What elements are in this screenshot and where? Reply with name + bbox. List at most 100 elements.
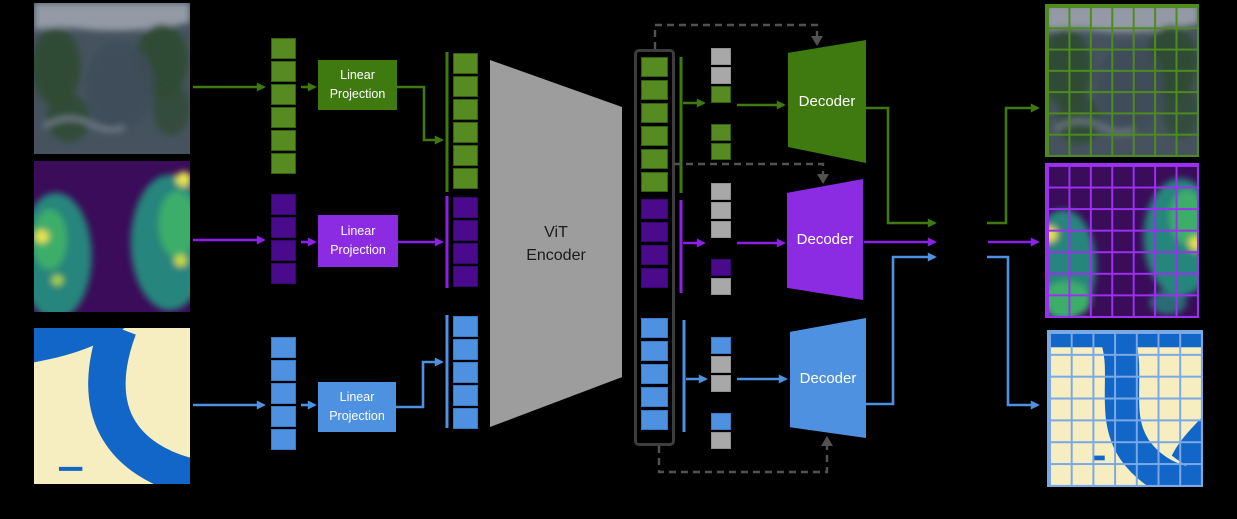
- token: [711, 183, 731, 200]
- token: [641, 318, 668, 338]
- token: [641, 199, 668, 219]
- token: [271, 360, 296, 381]
- token: [453, 385, 478, 406]
- token: [711, 432, 731, 449]
- token: [641, 245, 668, 265]
- token: [641, 341, 668, 361]
- patch-grid-overlay-green: [1045, 4, 1199, 157]
- token: [711, 124, 731, 141]
- token: [711, 356, 731, 373]
- mask-image-graphic: [34, 328, 190, 484]
- token: [641, 80, 668, 100]
- encoder-input-tokens-blue: [453, 316, 478, 431]
- token: [641, 103, 668, 123]
- encoder-input-tokens-green: [453, 53, 478, 191]
- token: [271, 263, 296, 284]
- token: [271, 383, 296, 404]
- arrow-green-to-output-image: [987, 103, 1040, 225]
- token: [711, 221, 731, 238]
- token: [641, 172, 668, 192]
- token: [271, 337, 296, 358]
- patch-grid-overlay-purple: [1045, 163, 1199, 318]
- encoder-output-tokens-green: [641, 57, 668, 195]
- decoder-label: Decoder: [798, 93, 856, 110]
- linear-projection-box-blue: Linear Projection: [318, 382, 396, 432]
- patch-column-blue: [271, 337, 296, 452]
- token-gap: [711, 394, 731, 411]
- token: [453, 243, 478, 264]
- input-satellite-image: [34, 3, 190, 154]
- token: [641, 364, 668, 384]
- dashed-connector-top-to-green-decoder: [653, 23, 819, 49]
- token: [271, 240, 296, 261]
- token: [711, 259, 731, 276]
- token: [711, 143, 731, 160]
- token: [453, 53, 478, 74]
- decoder-box-blue: Decoder: [790, 318, 866, 438]
- dashed-arrowhead-green-decoder: [811, 36, 823, 46]
- token: [453, 266, 478, 287]
- masked-token-column-purple: [711, 183, 731, 297]
- output-heatmap-image: [1045, 163, 1199, 318]
- token: [453, 362, 478, 383]
- encoder-output-box: [634, 49, 675, 446]
- output-mask-image: [1047, 330, 1203, 487]
- token: [711, 48, 731, 65]
- decoder-box-purple: Decoder: [787, 179, 863, 300]
- token: [453, 408, 478, 429]
- token: [711, 375, 731, 392]
- token: [641, 268, 668, 288]
- token: [271, 61, 296, 82]
- token: [271, 153, 296, 174]
- token: [271, 38, 296, 59]
- arrow-green-decoder-output: [866, 106, 937, 228]
- token: [453, 220, 478, 241]
- token: [711, 278, 731, 295]
- token: [453, 76, 478, 97]
- dashed-connector-bottom-to-blue-decoder: [657, 446, 829, 474]
- token: [453, 316, 478, 337]
- token: [641, 57, 668, 77]
- token: [453, 339, 478, 360]
- token: [271, 107, 296, 128]
- token: [271, 429, 296, 450]
- encoder-output-tokens-blue: [641, 318, 668, 433]
- linear-projection-box-purple: Linear Projection: [318, 215, 398, 267]
- masked-token-column-blue: [711, 337, 731, 451]
- token: [453, 122, 478, 143]
- patch-grid-overlay-blue: [1047, 330, 1203, 487]
- token: [271, 130, 296, 151]
- arrow-green-projection-to-encoder-input: [397, 85, 444, 145]
- decoder-label: Decoder: [796, 231, 854, 248]
- input-heatmap-image: [34, 161, 190, 312]
- token: [453, 145, 478, 166]
- satellite-image-graphic: [34, 3, 190, 154]
- token: [641, 126, 668, 146]
- token: [453, 168, 478, 189]
- token: [641, 149, 668, 169]
- vit-encoder-shape: [490, 60, 622, 427]
- token: [271, 406, 296, 427]
- dashed-connector-mid-to-purple-decoder: [674, 162, 825, 174]
- linear-projection-box-green: Linear Projection: [318, 60, 397, 110]
- dashed-arrowhead-blue-decoder: [821, 436, 833, 446]
- encoder-input-tokens-purple: [453, 197, 478, 289]
- token: [641, 222, 668, 242]
- token: [271, 194, 296, 215]
- encoder-output-tokens-purple: [641, 199, 668, 291]
- arrow-blue-decoder-output: [866, 252, 937, 406]
- token-gap: [711, 105, 731, 122]
- arrow-blue-to-output-image: [987, 255, 1040, 410]
- token: [271, 84, 296, 105]
- token: [271, 217, 296, 238]
- dashed-arrowhead-purple-decoder: [817, 174, 829, 184]
- vit-encoder-label: ViT Encoder: [526, 223, 586, 264]
- token: [453, 197, 478, 218]
- patch-column-green: [271, 38, 296, 176]
- token: [641, 410, 668, 430]
- token: [711, 337, 731, 354]
- decoder-label: Decoder: [799, 369, 857, 387]
- input-mask-image: [34, 328, 190, 484]
- heatmap-image-graphic: [34, 161, 190, 312]
- token: [711, 86, 731, 103]
